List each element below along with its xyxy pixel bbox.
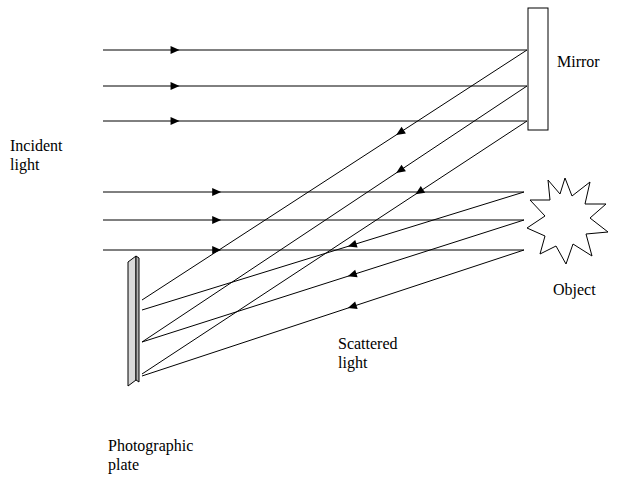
plate-label: Photographic plate (108, 436, 208, 474)
arrowhead (415, 186, 425, 194)
light-ray (142, 192, 524, 310)
object-label: Object (553, 280, 613, 299)
arrowhead (348, 270, 358, 278)
light-ray (142, 121, 527, 374)
light-ray (142, 50, 527, 300)
arrowhead (396, 127, 406, 135)
light-ray (103, 50, 527, 51)
light-ray (142, 220, 524, 342)
arrowhead (171, 117, 180, 125)
arrowhead (212, 216, 221, 224)
light-rays (103, 46, 527, 376)
light-ray (103, 86, 527, 87)
incident-light-label: Incident light (10, 136, 80, 174)
photographic-plate (128, 256, 136, 386)
arrowhead (171, 46, 180, 54)
arrowhead (212, 188, 221, 196)
light-ray (103, 192, 524, 193)
light-ray (103, 121, 527, 122)
arrowhead (396, 165, 406, 173)
arrowhead (348, 301, 358, 309)
object-shape (527, 178, 608, 264)
arrowhead (348, 240, 358, 248)
mirror-label: Mirror (557, 52, 617, 71)
plate-edge (136, 256, 139, 382)
mirror (528, 8, 548, 130)
light-ray (103, 220, 524, 221)
arrowhead (171, 82, 180, 90)
light-ray (142, 86, 527, 342)
light-ray (142, 250, 524, 376)
scattered-light-label: Scattered light (338, 334, 418, 372)
light-ray (103, 250, 524, 251)
